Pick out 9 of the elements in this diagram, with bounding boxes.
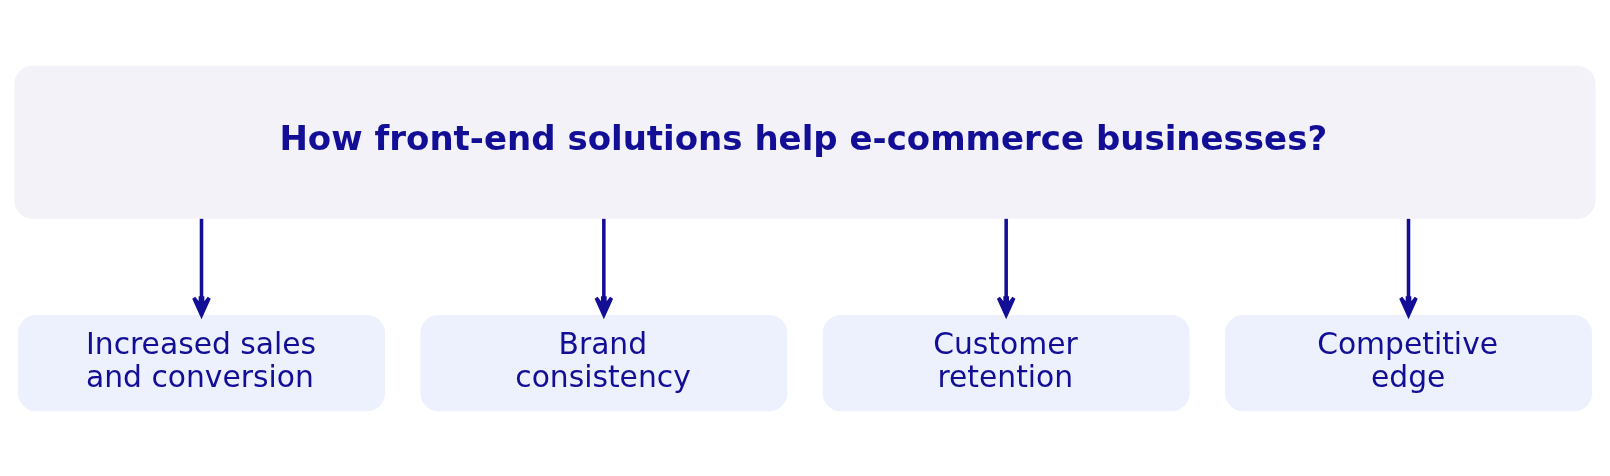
node-box: Increased sales and conversion <box>18 314 385 411</box>
arrow <box>996 218 1016 317</box>
arrow <box>1399 218 1418 317</box>
node-box: How front-end solutions help e-commerce businesses? <box>14 65 1596 219</box>
node-box: Competitive edge <box>1225 314 1592 411</box>
arrow <box>594 218 614 317</box>
node-box: Customer retention <box>822 314 1190 411</box>
node-box: Brand consistency <box>420 314 788 411</box>
arrow <box>192 218 211 317</box>
